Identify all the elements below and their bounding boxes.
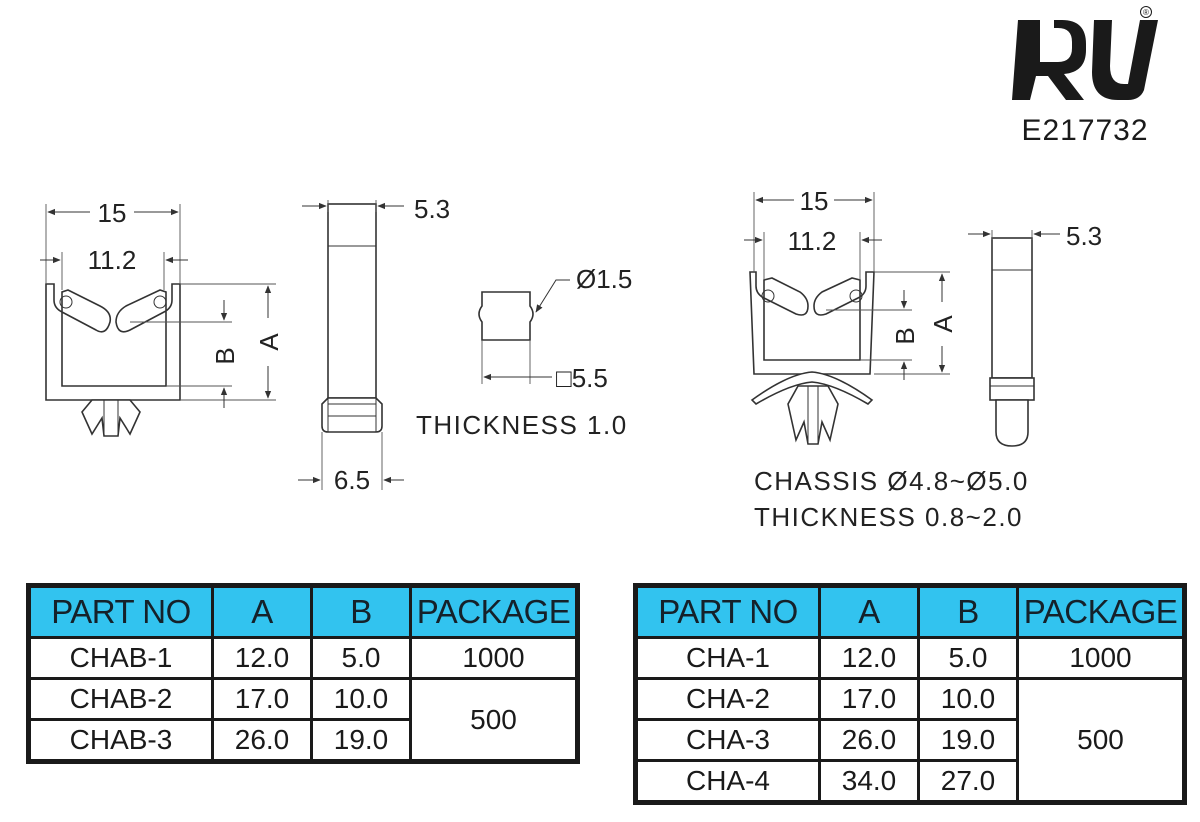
right-thickness-note: THICKNESS 0.8~2.0 xyxy=(754,502,1023,532)
part-no-cell: CHAB-2 xyxy=(27,677,214,721)
dim-width-outer-right: 15 xyxy=(800,186,829,216)
dim-a: A xyxy=(254,333,284,351)
cha-front-view: 15 11.2 A B xyxy=(744,186,958,445)
header-package: PACKAGE xyxy=(409,584,579,639)
dim-width-inner-right: 11.2 xyxy=(788,226,837,256)
chassis-note: CHASSIS Ø4.8~Ø5.0 xyxy=(754,466,1029,496)
technical-drawings: 15 11.2 A B 5.3 xyxy=(40,186,1102,495)
header-a: A xyxy=(211,584,313,639)
a-cell: 26.0 xyxy=(211,718,313,763)
dim-side-bottom: 6.5 xyxy=(334,465,370,495)
a-cell: 17.0 xyxy=(818,677,920,721)
header-b: B xyxy=(917,584,1019,639)
header-part-no: PART NO xyxy=(634,584,821,639)
header-b: B xyxy=(310,584,412,639)
table-row: CHAB-1 12.0 5.0 1000 xyxy=(27,636,579,680)
chab-spec-table: PART NO A B PACKAGE CHAB-1 12.0 5.0 1000… xyxy=(26,583,580,764)
part-no-cell: CHAB-3 xyxy=(27,718,214,763)
header-part-no: PART NO xyxy=(27,584,214,639)
part-no-cell: CHA-1 xyxy=(634,636,821,680)
part-no-cell: CHAB-1 xyxy=(27,636,214,680)
left-thickness-note: THICKNESS 1.0 xyxy=(416,410,628,440)
a-cell: 17.0 xyxy=(211,677,313,721)
table-row: CHA-4 34.0 27.0 xyxy=(634,759,1185,804)
cha-spec-table: PART NO A B PACKAGE CHA-1 12.0 5.0 1000 … xyxy=(633,583,1187,805)
chab-pad-view: □5.5 Ø1.5 xyxy=(478,264,632,393)
part-no-cell: CHA-4 xyxy=(634,759,821,804)
b-cell: 5.0 xyxy=(310,636,412,680)
table-row: CHA-2 17.0 10.0 500 xyxy=(634,677,1186,804)
dim-width-inner: 11.2 xyxy=(88,245,137,275)
dim-square: □5.5 xyxy=(556,363,608,393)
b-cell: 27.0 xyxy=(917,759,1019,804)
chab-front-view: 15 11.2 A B xyxy=(40,198,284,437)
table-row: CHA-3 26.0 19.0 xyxy=(634,718,1185,762)
table-header-row: PART NO A B PACKAGE xyxy=(634,584,1186,639)
dim-b: B xyxy=(210,347,240,364)
dim-a-right: A xyxy=(928,315,958,333)
chab-side-view: 5.3 6.5 xyxy=(298,194,450,495)
dim-width-outer: 15 xyxy=(98,198,127,228)
part-no-cell: CHA-2 xyxy=(634,677,821,721)
package-cell: 1000 xyxy=(1016,636,1186,680)
table-row: CHAB-3 26.0 19.0 xyxy=(27,718,578,763)
table-header-row: PART NO A B PACKAGE xyxy=(27,584,579,639)
certification-mark: ® E217732 xyxy=(1010,6,1160,151)
registered-mark: ® xyxy=(1143,8,1149,17)
table-row: CHAB-2 17.0 10.0 500 xyxy=(27,677,579,763)
b-cell: 10.0 xyxy=(310,677,412,721)
file-number: E217732 xyxy=(1021,114,1149,147)
header-a: A xyxy=(818,584,920,639)
b-cell: 19.0 xyxy=(917,718,1019,762)
header-package: PACKAGE xyxy=(1016,584,1186,639)
ur-logo: ® xyxy=(1012,6,1158,100)
a-cell: 34.0 xyxy=(818,759,920,804)
b-cell: 19.0 xyxy=(310,718,412,763)
part-no-cell: CHA-3 xyxy=(634,718,821,762)
dim-b-right: B xyxy=(890,327,920,344)
a-cell: 12.0 xyxy=(211,636,313,680)
cha-side-view: 5.3 xyxy=(968,221,1102,447)
package-cell: 1000 xyxy=(409,636,579,680)
dim-side-top-right: 5.3 xyxy=(1066,221,1102,251)
a-cell: 26.0 xyxy=(818,718,920,762)
dim-hole: Ø1.5 xyxy=(576,264,632,294)
b-cell: 5.0 xyxy=(917,636,1019,680)
package-cell: 500 xyxy=(409,677,579,763)
b-cell: 10.0 xyxy=(917,677,1019,721)
package-cell: 500 xyxy=(1016,677,1186,804)
table-row: CHA-1 12.0 5.0 1000 xyxy=(634,636,1186,680)
a-cell: 12.0 xyxy=(818,636,920,680)
dim-side-top: 5.3 xyxy=(414,194,450,224)
